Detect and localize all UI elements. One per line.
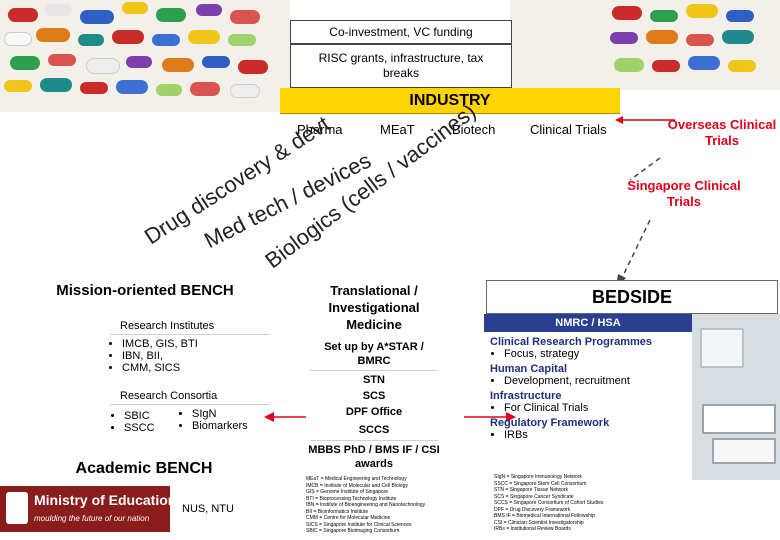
translational-title: Translational / Investigational Medicine [328, 283, 420, 332]
hc-heading: Human Capital [490, 363, 568, 375]
bedside-glossary: SIgN = Singapore Immunology Network SSCC… [494, 474, 694, 533]
glossary-line: SSCC = Singapore Stem Cell Consortium [494, 480, 587, 487]
glossary-line: IRBs = Institutional Review Boards [494, 526, 571, 532]
moe-logo-text: Ministry of Education [34, 492, 177, 508]
pills-image-right [510, 0, 780, 90]
grants-text: RISC grants, infrastructure, tax breaks [318, 51, 484, 80]
grants-box: RISC grants, infrastructure, tax breaks [290, 44, 512, 88]
institute-item: CMM, SICS [122, 362, 282, 374]
infra-heading: Infrastructure [490, 390, 562, 402]
universities-label: NUS, NTU [182, 503, 234, 515]
academic-title: Academic BENCH [75, 460, 213, 477]
glossary-line: BII = Bioinformatics Institute [306, 508, 369, 515]
overseas-arrow [615, 116, 675, 124]
crp-item: Focus, strategy [504, 348, 694, 360]
stn-label: STN [363, 374, 385, 386]
middle-divider [310, 370, 438, 371]
infra-item: For Clinical Trials [504, 402, 694, 414]
bedside-title-box: BEDSIDE [486, 280, 778, 314]
industry-column-meat: MEaT [380, 122, 415, 137]
glossary-line: IMCB = Institute of Molecular and Cell B… [306, 482, 408, 489]
consortia-heading: Research Consortia [120, 390, 218, 402]
crp-heading: Clinical Research Programmes [490, 336, 653, 348]
consortium-item: Biomarkers [192, 420, 282, 432]
scs-label: SCS [362, 390, 386, 402]
consortia-list-right: SIgN Biomarkers [178, 408, 282, 432]
industry-column-clinical-trials: Clinical Trials [530, 122, 607, 137]
glossary-line: STN = Singapore Tissue Network [494, 487, 569, 493]
consortium-item: SBIC [124, 410, 184, 422]
awards-text: MBBS PhD / BMS IF / CSI awards [308, 444, 440, 470]
glossary-line: GIS = Genome Institute of Singapore [306, 489, 389, 495]
institute-item: IBN, BII, [122, 350, 282, 362]
hc-item: Development, recruitment [504, 375, 694, 387]
glossary-line: SBIC = Singapore Bioimaging Consortium [306, 528, 400, 534]
hospital-bed-2 [712, 438, 776, 464]
hospital-room-image [692, 314, 780, 480]
bench-title: Mission-oriented BENCH [56, 282, 234, 299]
glossary-line: CMM = Centre for Molecular Medicine [306, 515, 391, 521]
setup-text: Set up by A*STAR / BMRC [324, 341, 424, 367]
nmrc-text: NMRC / HSA [555, 317, 621, 329]
consortia-list-left: SBIC SSCC [110, 410, 184, 434]
dashed-arrow-trials [616, 157, 661, 288]
dpf-label: DPF Office [345, 406, 403, 418]
middle-divider-2 [310, 440, 438, 441]
pills-image-left [0, 0, 290, 112]
consortia-divider [110, 404, 270, 405]
institutes-heading: Research Institutes [120, 320, 215, 332]
institutes-divider [110, 334, 270, 335]
reg-heading: Regulatory Framework [490, 417, 610, 429]
institutes-list: IMCB, GIS, BTI IBN, BII, CMM, SICS [108, 338, 282, 374]
funding-box: Co-investment, VC funding [290, 20, 512, 44]
industry-column-biotech: Biotech [452, 122, 496, 137]
hospital-window [700, 328, 744, 368]
moe-logo-tagline: moulding the future of our nation [34, 514, 150, 523]
bench-bedside-arrow [264, 412, 516, 422]
glossary-line: BTI = Bioprocessing Technology Institute [306, 495, 397, 502]
glossary-line: DPF = Drug Discovery Framework [494, 506, 571, 513]
industry-banner: INDUSTRY [280, 88, 620, 114]
consortium-item: SIgN [192, 408, 282, 420]
singapore-clinical-trials: Singapore Clinical Trials [627, 178, 741, 209]
hospital-bed [702, 404, 776, 434]
consortium-item: SSCC [124, 422, 184, 434]
glossary-line: SCS = Singapore Cancer Syndicate [494, 493, 574, 500]
nmrc-banner: NMRC / HSA [484, 314, 692, 332]
overseas-clinical-trials: Overseas Clinical Trials [667, 117, 777, 148]
moe-logo: Ministry of Education moulding the futur… [0, 486, 176, 532]
glossary-line: SICS = Singapore Institute for Clinical … [306, 521, 412, 528]
glossary-line: BMS IF = Biomedical International Fellow… [494, 513, 595, 519]
institute-item: IMCB, GIS, BTI [122, 338, 282, 350]
middle-glossary: MEaT = Medical Engineering and Technolog… [306, 476, 446, 535]
sccs-label: SCCS [358, 424, 390, 436]
funding-text: Co-investment, VC funding [329, 25, 473, 39]
glossary-line: IBN = Institute of Bioengineering and Na… [306, 502, 426, 508]
bedside-title: BEDSIDE [591, 287, 672, 307]
bedside-content: Clinical Research Programmes Focus, stra… [490, 336, 694, 441]
glossary-line: MEaT = Medical Engineering and Technolog… [306, 476, 407, 482]
moe-crest-icon [6, 492, 28, 524]
reg-item: IRBs [504, 429, 694, 441]
industry-column-pharma: Pharma [297, 122, 343, 137]
glossary-line: SCCS = Singapore Consortium of Cohort St… [494, 500, 604, 506]
glossary-line: SIgN = Singapore Immunology Network [494, 474, 582, 480]
glossary-line: CSI = Clinician Scientist Investigatorsh… [494, 519, 584, 526]
